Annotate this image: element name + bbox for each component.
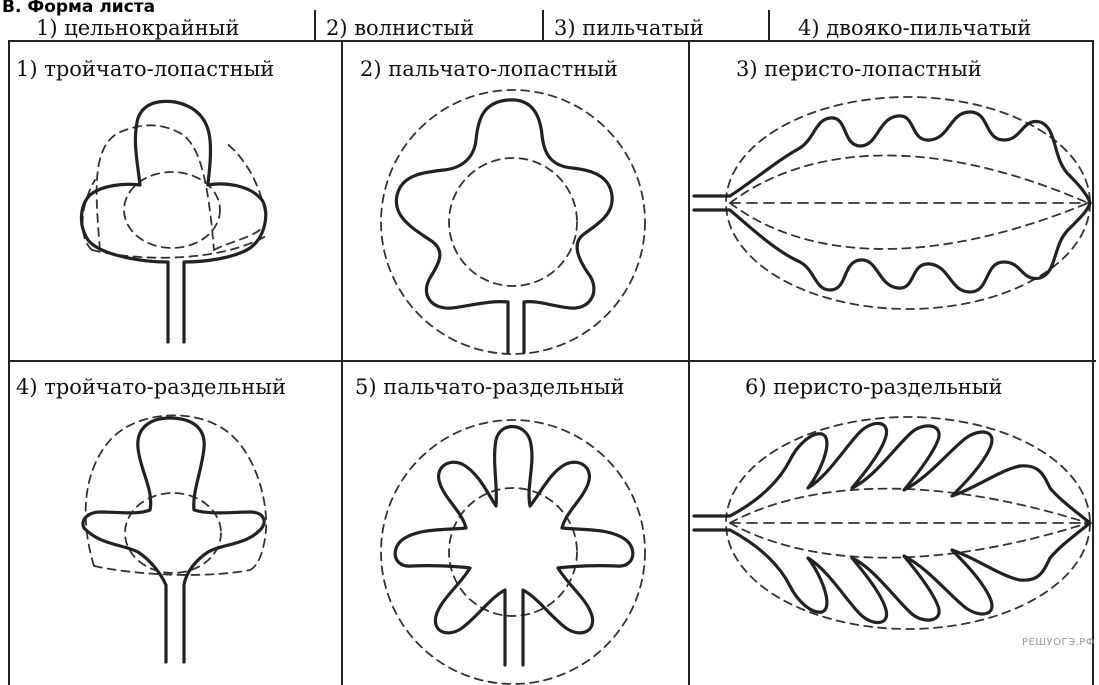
trifoliate-divided-leaf-illustration xyxy=(83,415,266,662)
trifoliate-lobed-leaf-illustration xyxy=(81,101,266,342)
pinnate-lobed-leaf-illustration xyxy=(694,97,1090,309)
section-title: В. Форма листа xyxy=(2,0,155,17)
palmate-lobed-leaf-illustration xyxy=(381,90,645,354)
watermark: РЕШУОГЭ.РФ xyxy=(1022,637,1095,648)
pinnate-divided-leaf-illustration xyxy=(694,417,1090,629)
palmate-divided-leaf-illustration xyxy=(381,420,645,684)
